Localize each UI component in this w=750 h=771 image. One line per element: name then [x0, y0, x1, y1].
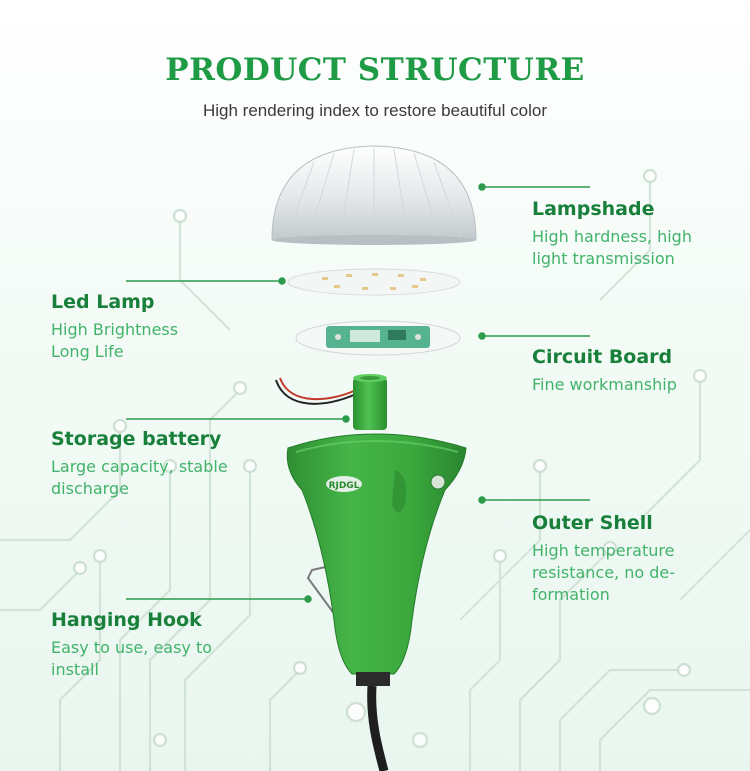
- circuit-board-callout: Circuit Board Fine workmanship: [532, 346, 677, 396]
- outer-shell-body: RJDGL: [286, 433, 467, 686]
- battery-wires: [275, 377, 357, 405]
- shell-logo: RJDGL: [329, 481, 360, 491]
- lampshade-callout: Lampshade High hardness, high light tran…: [532, 198, 692, 270]
- led-plate: [287, 268, 461, 296]
- lampshade-description: High hardness, high light transmission: [532, 227, 692, 268]
- circuit-board-description: Fine workmanship: [532, 375, 677, 394]
- outer-shell-callout: Outer Shell High temperature resistance,…: [532, 512, 675, 606]
- outer-shell-heading: Outer Shell: [532, 512, 653, 534]
- hanging-hook-wire: [306, 565, 347, 631]
- led-lamp-heading: Led Lamp: [51, 291, 155, 313]
- circuit-board-heading: Circuit Board: [532, 346, 673, 368]
- storage-battery-description: Large capacity, stable discharge: [51, 457, 228, 498]
- led-lamp-leader-dot: [278, 277, 286, 285]
- circuit-board-plate: [295, 320, 461, 356]
- lampshade-heading: Lampshade: [532, 198, 655, 220]
- storage-battery-cell: [353, 374, 387, 430]
- storage-battery-callout: Storage battery Large capacity, stable d…: [51, 428, 228, 500]
- outer-shell-leader-dot: [478, 496, 486, 504]
- hanging-hook-callout: Hanging Hook Easy to use, easy to instal…: [51, 609, 212, 681]
- led-lamp-description: High Brightness Long Life: [51, 320, 179, 361]
- power-cable: [367, 685, 389, 771]
- lampshade-dome: [271, 145, 477, 245]
- hanging-hook-leader-dot: [304, 595, 312, 603]
- hanging-hook-heading: Hanging Hook: [51, 609, 202, 631]
- page-subtitle: High rendering index to restore beautifu…: [203, 101, 547, 120]
- storage-battery-leader-dot: [342, 415, 350, 423]
- page-title: PRODUCT STRUCTURE: [165, 52, 585, 88]
- led-lamp-callout: Led Lamp High Brightness Long Life: [51, 291, 178, 363]
- storage-battery-heading: Storage battery: [51, 428, 222, 450]
- hanging-hook-description: Easy to use, easy to install: [51, 638, 213, 679]
- outer-shell-description: High temperature resistance, no de- form…: [532, 541, 676, 604]
- circuit-board-leader-dot: [478, 332, 486, 340]
- lampshade-leader-dot: [478, 183, 486, 191]
